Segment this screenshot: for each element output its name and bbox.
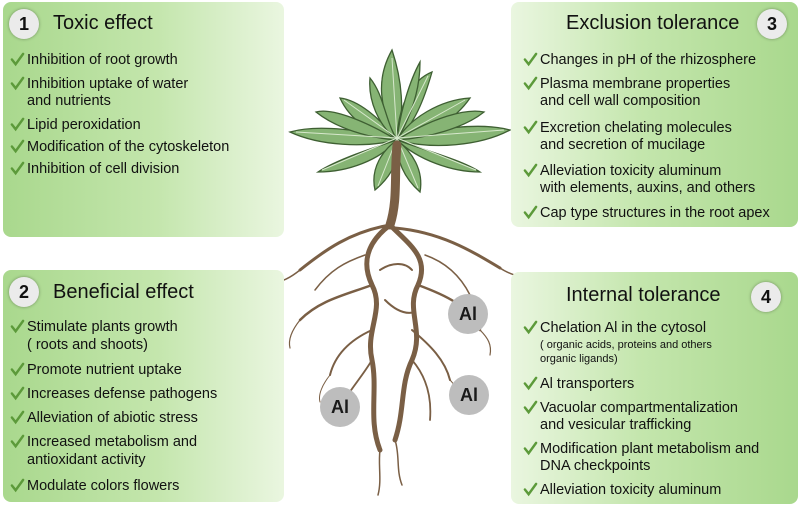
check-icon: [523, 376, 538, 391]
check-icon: [10, 434, 25, 449]
list-item-note: organic ligands): [540, 353, 618, 365]
check-icon: [10, 410, 25, 425]
list-item: Lipid peroxidation: [10, 117, 141, 134]
list-item: Inhibition of root growth: [10, 52, 178, 69]
check-icon: [10, 386, 25, 401]
panel-title: Beneficial effect: [53, 281, 194, 303]
check-icon: [10, 319, 25, 334]
list-item: Vacuolar compartmentalization: [523, 400, 738, 417]
panel-title: Exclusion tolerance: [566, 12, 740, 34]
list-item: Alleviation toxicity aluminum: [523, 482, 721, 499]
list-item: Promote nutrient uptake: [10, 362, 182, 379]
al-ion-badge: Al: [320, 387, 360, 427]
panel-title: Internal tolerance: [566, 284, 721, 306]
number-badge: 4: [751, 282, 781, 312]
list-item-note: ( organic acids, proteins and others: [540, 339, 712, 351]
list-item-continuation: with elements, auxins, and others: [540, 180, 756, 196]
list-item: Modulate colors flowers: [10, 478, 179, 495]
list-item: Inhibition uptake of water: [10, 76, 188, 93]
check-icon: [10, 478, 25, 493]
number-badge: 3: [757, 9, 787, 39]
list-item: Plasma membrane properties: [523, 76, 730, 93]
list-item: Changes in pH of the rhizosphere: [523, 52, 756, 69]
number-badge: 2: [9, 277, 39, 307]
toxic-effect-panel: 1 Toxic effect Inhibition of root growth…: [3, 2, 284, 237]
check-icon: [10, 161, 25, 176]
exclusion-tolerance-panel: Exclusion tolerance 3 Changes in pH of t…: [511, 2, 798, 227]
beneficial-effect-panel: 2 Beneficial effect Stimulate plants gro…: [3, 270, 284, 502]
check-icon: [523, 205, 538, 220]
check-icon: [10, 52, 25, 67]
check-icon: [10, 76, 25, 91]
check-icon: [10, 139, 25, 154]
roots: [274, 140, 526, 496]
list-item: Increased metabolism and: [10, 434, 197, 451]
check-icon: [523, 482, 538, 497]
list-item: Stimulate plants growth: [10, 319, 178, 336]
list-item-continuation: and secretion of mucilage: [540, 137, 706, 153]
check-icon: [523, 320, 538, 335]
list-item-continuation: and nutrients: [27, 93, 111, 109]
list-item: Alleviation of abiotic stress: [10, 410, 198, 427]
check-icon: [523, 76, 538, 91]
check-icon: [523, 52, 538, 67]
list-item: Alleviation toxicity aluminum: [523, 163, 721, 180]
check-icon: [523, 163, 538, 178]
al-ion-badge: Al: [449, 375, 489, 415]
list-item: Chelation Al in the cytosol: [523, 320, 706, 337]
list-item: Increases defense pathogens: [10, 386, 217, 403]
check-icon: [10, 362, 25, 377]
check-icon: [10, 117, 25, 132]
list-item-continuation: antioxidant activity: [27, 452, 146, 468]
list-item-continuation: ( roots and shoots): [27, 337, 148, 353]
panel-title: Toxic effect: [53, 12, 153, 34]
al-ion-badge: Al: [448, 294, 488, 334]
list-item: Al transporters: [523, 376, 634, 393]
list-item-continuation: and vesicular trafficking: [540, 417, 692, 433]
list-item: Modification of the cytoskeleton: [10, 139, 229, 156]
check-icon: [523, 400, 538, 415]
list-item: Inhibition of cell division: [10, 161, 179, 178]
list-item: Cap type structures in the root apex: [523, 205, 770, 222]
check-icon: [523, 120, 538, 135]
internal-tolerance-panel: Internal tolerance 4 Chelation Al in the…: [511, 272, 798, 504]
list-item: Modification plant metabolism and: [523, 441, 759, 458]
number-badge: 1: [9, 9, 39, 39]
list-item-continuation: and cell wall composition: [540, 93, 701, 109]
check-icon: [523, 441, 538, 456]
list-item-continuation: DNA checkpoints: [540, 458, 651, 474]
list-item: Excretion chelating molecules: [523, 120, 732, 137]
